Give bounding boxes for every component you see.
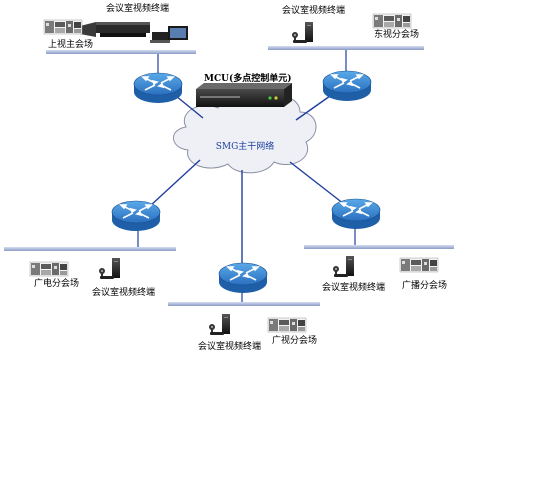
mcu-label: MCU(多点控制单元) [204,74,292,84]
east-terminal-label: 会议室视频终端 [282,6,346,16]
lan-bar-guangbo [304,245,454,249]
router-guangbo [331,198,381,230]
guangshi-terminal-label: 会议室视频终端 [198,342,262,352]
photo-guangbo [399,257,439,273]
link-east [295,95,331,121]
pc-guangdian [99,258,120,279]
pc-guangshi [209,314,230,335]
router-east [322,70,372,102]
pc-guangbo [333,256,354,277]
guangshi-venue-label: 广视分会场 [272,336,318,346]
router-guangdian [111,200,161,232]
main-site-equipment [80,22,188,43]
photo-east [372,13,412,29]
link-guangbo [289,161,345,205]
lan-bar-guangshi [168,302,320,306]
link-main [175,95,204,119]
link-guangdian [149,159,201,207]
lan-bars [4,46,454,306]
photo-guangdian [29,261,69,277]
lan-bar-main [46,50,196,54]
guangdian-terminal-label: 会议室视频终端 [92,288,156,298]
guangdian-venue-label: 广电分会场 [34,279,80,289]
router-guangshi [218,262,268,294]
router-main [133,72,183,104]
cloud-label: SMG主干网络 [215,142,275,152]
mcu-device [196,83,292,107]
photo-main [43,19,83,35]
guangbo-venue-label: 广播分会场 [402,281,448,291]
east-venue-label: 东视分会场 [374,30,420,40]
main-terminal-label: 会议室视频终端 [106,4,170,14]
lan-bar-east [268,46,424,50]
backbone-links [149,95,345,267]
photo-guangshi [267,317,307,333]
lan-bar-guangdian [4,247,176,251]
main-venue-label: 上视主会场 [48,40,94,50]
pc-east [292,22,313,43]
guangbo-terminal-label: 会议室视频终端 [322,283,386,293]
